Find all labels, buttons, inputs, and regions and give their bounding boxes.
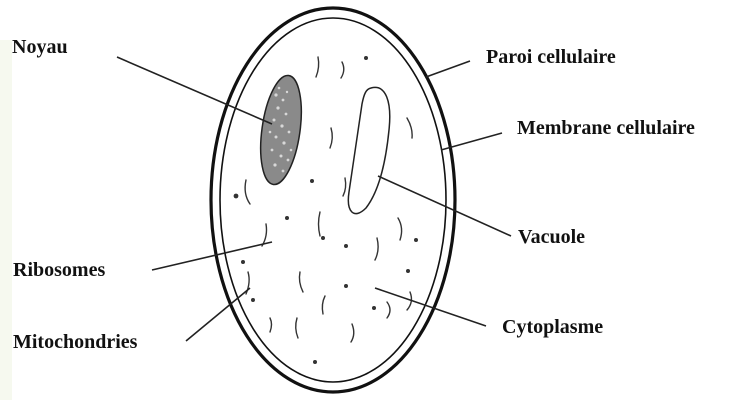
label-ribosomes: Ribosomes xyxy=(13,259,105,281)
label-noyau: Noyau xyxy=(12,36,68,58)
label-paroi-cellulaire: Paroi cellulaire xyxy=(486,46,616,68)
label-membrane-cellulaire: Membrane cellulaire xyxy=(517,117,695,139)
label-vacuole: Vacuole xyxy=(518,226,585,248)
label-mitochondries: Mitochondries xyxy=(13,331,138,353)
background-edge-tint xyxy=(0,40,12,400)
cell-membrane xyxy=(220,18,446,382)
leader-paroi xyxy=(426,61,470,77)
label-cytoplasme: Cytoplasme xyxy=(502,316,603,338)
